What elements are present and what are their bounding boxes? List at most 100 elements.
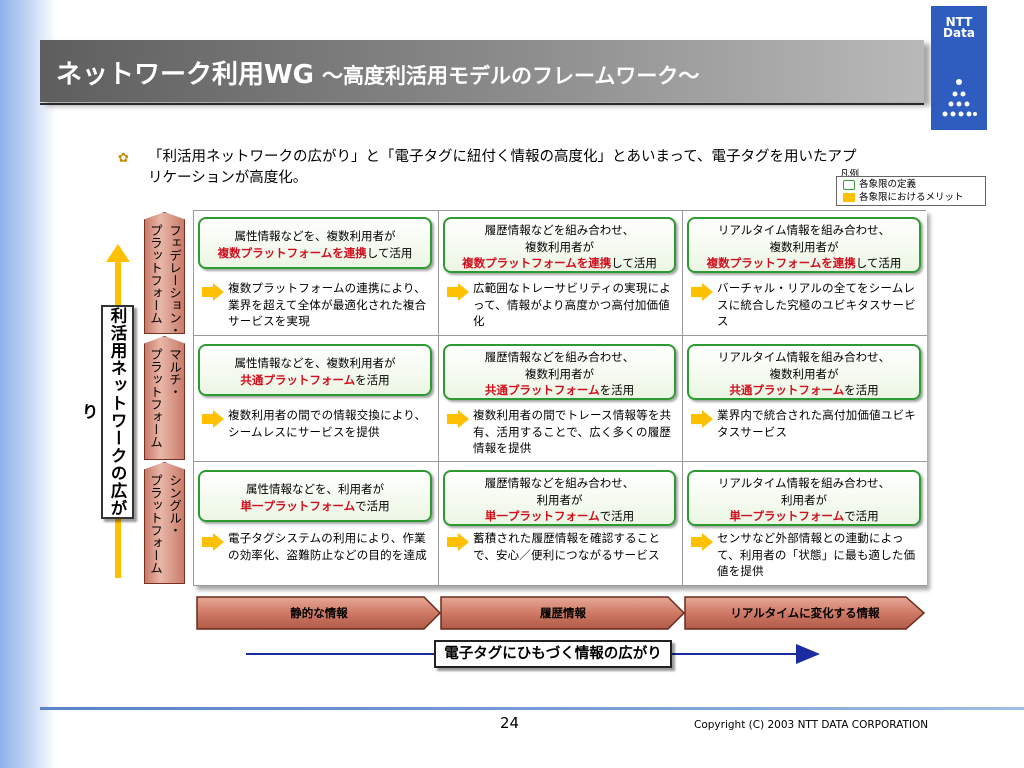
- logo-dots-icon: [942, 79, 977, 117]
- definition-line: 複数利用者が: [525, 239, 594, 254]
- definition-line: 履歴情報などを組み合わせ、: [484, 350, 635, 364]
- definition-box: リアルタイム情報を組み合わせ、 利用者が 単一プラットフォームで活用: [687, 470, 921, 526]
- merit-arrow-icon: [447, 533, 469, 551]
- definition-line: 属性情報などを、利用者が: [246, 482, 384, 496]
- definition-emphasis-line: 複数プラットフォームを連携して活用: [200, 245, 430, 262]
- definition-tail: して活用: [611, 256, 657, 270]
- left-gradient-band: [0, 0, 56, 768]
- emphasis-text: 複数プラットフォームを連携: [706, 256, 856, 270]
- definition-line: 属性情報などを、複数利用者が: [234, 229, 396, 243]
- grid-cell: リアルタイム情報を組み合わせ、 複数利用者が 複数プラットフォームを連携して活用…: [683, 211, 927, 336]
- definition-box: 履歴情報などを組み合わせ、 利用者が 単一プラットフォームで活用: [443, 470, 676, 526]
- emphasis-text: 複数プラットフォームを連携: [462, 256, 612, 270]
- merit-arrow-icon: [202, 533, 224, 551]
- merit-arrow-icon: [202, 283, 224, 301]
- legend: 凡例 各象限の定義 各象限におけるメリット: [836, 166, 986, 206]
- row-label-shape: [144, 212, 185, 334]
- definition-box: 属性情報などを、複数利用者が 複数プラットフォームを連携して活用: [198, 217, 432, 269]
- merit-description: 複数プラットフォームの連携により、業界を超えて全体が最適化された複合サービスを実…: [228, 281, 427, 328]
- definition-line: 属性情報などを、複数利用者が: [234, 356, 396, 370]
- grid-cell: リアルタイム情報を組み合わせ、 複数利用者が 共通プラットフォームを活用 業界内…: [683, 336, 927, 462]
- legend-item-definition: 各象限の定義: [843, 179, 916, 192]
- definition-line: リアルタイム情報を組み合わせ、: [717, 350, 891, 364]
- definition-emphasis-line: 共通プラットフォームを活用: [200, 372, 430, 389]
- category-arrows: 静的な情報 履歴情報 リアルタイムに変化する情報: [196, 595, 926, 631]
- row-label-shape: [144, 462, 185, 584]
- definition-tail: して活用: [366, 245, 413, 260]
- definition-line: 複数利用者が: [525, 366, 594, 381]
- category-arrow-shape: [196, 596, 442, 630]
- definition-box: 履歴情報などを組み合わせ、 複数利用者が 複数プラットフォームを連携して活用: [443, 217, 676, 273]
- legend-title: 凡例: [840, 169, 860, 180]
- legend-box: 各象限の定義 各象限におけるメリット: [836, 176, 986, 206]
- definition-emphasis-line: 単一プラットフォームで活用: [445, 508, 674, 525]
- grid-cell: 属性情報などを、複数利用者が 共通プラットフォームを活用 複数利用者の間での情報…: [194, 336, 439, 462]
- category-arrow-history: 履歴情報: [440, 595, 686, 631]
- slide-title: ネットワーク利用WG ～高度利活用モデルのフレームワーク～: [56, 54, 699, 91]
- definition-emphasis-line: 共通プラットフォームを活用: [689, 382, 919, 399]
- category-arrow-shape: [440, 596, 686, 630]
- page-number: 24: [500, 714, 520, 732]
- merit-arrow-icon: [691, 533, 713, 551]
- row-label-text: マルチ・ プラットフォーム: [148, 348, 182, 448]
- row-label-single: シングル・ プラットフォーム: [144, 462, 185, 584]
- definition-tail: して活用: [855, 256, 902, 270]
- merit-arrow-icon: [447, 283, 469, 301]
- merit-description: 電子タグシステムの利用により、作業の効率化、盗難防止などの目的を達成: [228, 531, 427, 562]
- legend-item2-label: 各象限におけるメリット: [859, 192, 964, 203]
- y-axis-label: 利活用ネットワークの広がり: [79, 305, 134, 519]
- intro-line1: 「利活用ネットワークの広がり」と「電子タグに紐付く情報の高度化」とあいまって、電…: [148, 149, 857, 165]
- bullet-icon: ✿: [118, 151, 129, 166]
- definition-emphasis-line: 複数プラットフォームを連携して活用: [445, 255, 674, 272]
- merit-description: 広範囲なトレーサビリティの実現によって、情報がより高度かつ高付加価値化: [473, 281, 671, 328]
- merit-arrow-icon: [202, 410, 224, 428]
- definition-emphasis-line: 単一プラットフォームで活用: [689, 508, 919, 525]
- logo-line2: Data: [943, 26, 975, 40]
- category-arrow-static: 静的な情報: [196, 595, 442, 631]
- merit-description: 複数利用者の間でトレース情報等を共有、活用することで、広く多くの履歴情報を提供: [473, 408, 672, 455]
- emphasis-text: 単一プラットフォーム: [484, 509, 600, 523]
- grid-cell: 属性情報などを、利用者が 単一プラットフォームで活用 電子タグシステムの利用によ…: [194, 462, 439, 585]
- definition-box: 属性情報などを、利用者が 単一プラットフォームで活用: [198, 470, 432, 522]
- merit-description: 蓄積された履歴情報を確認することで、安心／便利につながるサービス: [473, 531, 661, 562]
- yellow-arrow-swatch-icon: [843, 193, 855, 202]
- definition-tail: を活用: [844, 383, 879, 397]
- logo-line1: NTT: [945, 15, 973, 29]
- emphasis-text: 共通プラットフォーム: [484, 383, 600, 397]
- emphasis-text: 単一プラットフォーム: [729, 509, 845, 523]
- legend-item-merit: 各象限におけるメリット: [843, 192, 964, 205]
- definition-line: 履歴情報などを組み合わせ、: [484, 223, 635, 237]
- row-label-multi: マルチ・ プラットフォーム: [144, 336, 185, 460]
- definition-line: 履歴情報などを組み合わせ、: [484, 476, 635, 490]
- definition-emphasis-line: 単一プラットフォームで活用: [200, 498, 430, 515]
- footer-line: [40, 707, 1024, 710]
- row-label-federation: フェデレーション・ プラットフォーム: [144, 212, 185, 337]
- definition-box: 属性情報などを、複数利用者が 共通プラットフォームを活用: [198, 344, 432, 396]
- category-arrow-realtime: リアルタイムに変化する情報: [684, 595, 926, 631]
- definition-emphasis-line: 共通プラットフォームを活用: [445, 382, 674, 399]
- title-sub: ～高度利活用モデルのフレームワーク～: [322, 64, 700, 88]
- merit-description: 業界内で統合された高付加価値ユビキタスサービス: [717, 408, 916, 439]
- row-label-text: フェデレーション・ プラットフォーム: [148, 224, 182, 337]
- grid-cell: 属性情報などを、複数利用者が 複数プラットフォームを連携して活用 複数プラットフ…: [194, 211, 439, 336]
- x-axis-label: 電子タグにひもづく情報の広がり: [434, 640, 672, 668]
- definition-tail: を活用: [355, 372, 390, 387]
- emphasis-text: 単一プラットフォーム: [240, 498, 356, 513]
- row-label-text: シングル・ プラットフォーム: [148, 474, 182, 574]
- merit-description: バーチャル・リアルの全てをシームレスに統合した究極のユビキタスサービス: [717, 281, 916, 328]
- legend-item1-label: 各象限の定義: [859, 179, 917, 190]
- grid-cell: リアルタイム情報を組み合わせ、 利用者が 単一プラットフォームで活用 センサなど…: [683, 462, 927, 585]
- definition-line: リアルタイム情報を組み合わせ、: [717, 476, 891, 490]
- grid-cell: 履歴情報などを組み合わせ、 利用者が 単一プラットフォームで活用 蓄積された履歴…: [439, 462, 683, 585]
- category-label: 履歴情報: [540, 606, 586, 620]
- title-main: ネットワーク利用WG: [56, 60, 315, 90]
- definition-line: 複数利用者が: [769, 239, 839, 254]
- definition-box: リアルタイム情報を組み合わせ、 複数利用者が 共通プラットフォームを活用: [687, 344, 921, 400]
- title-bar: ネットワーク利用WG ～高度利活用モデルのフレームワーク～: [40, 40, 924, 102]
- grid-cell: 履歴情報などを組み合わせ、 複数利用者が 複数プラットフォームを連携して活用 広…: [439, 211, 683, 336]
- definition-line: 利用者が: [536, 492, 583, 507]
- definition-tail: で活用: [844, 509, 879, 523]
- emphasis-text: 複数プラットフォームを連携: [217, 245, 367, 260]
- right-arrow-icon: [796, 644, 820, 664]
